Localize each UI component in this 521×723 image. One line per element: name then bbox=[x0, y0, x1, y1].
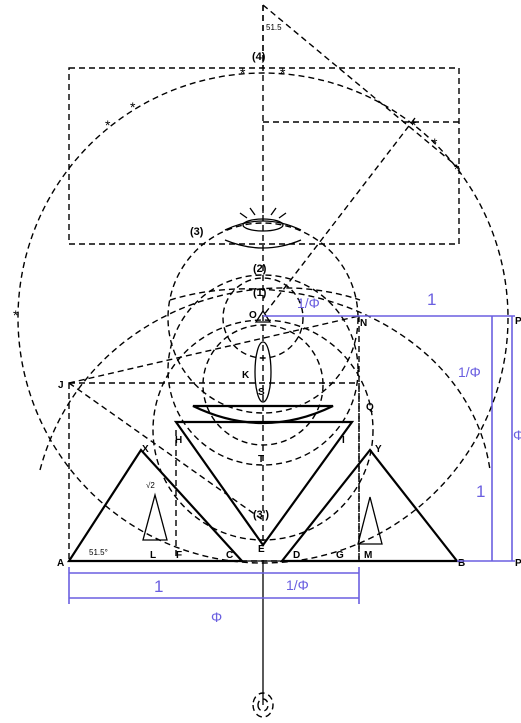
measure-one-right: 1 bbox=[476, 482, 485, 501]
measure-one-top: 1 bbox=[427, 290, 436, 309]
star-marker: * bbox=[105, 117, 111, 133]
measure-phi-right: Φ bbox=[513, 427, 521, 443]
label-m: M bbox=[364, 550, 372, 561]
label-t: T bbox=[258, 454, 264, 465]
label-x: X bbox=[142, 444, 149, 455]
label-f: F bbox=[176, 550, 182, 561]
apex-to-o-dashed-line bbox=[262, 117, 416, 317]
measure-inv-phi-top: 1/Φ bbox=[297, 295, 320, 311]
label-a: A bbox=[57, 558, 64, 569]
angle-top: 51.5 bbox=[266, 23, 282, 32]
label-n: N bbox=[360, 318, 367, 329]
angle-base: 51.5° bbox=[89, 548, 108, 557]
top-small-ellipse bbox=[242, 218, 284, 232]
bottom-spiral bbox=[252, 692, 274, 718]
left-ellipse-arc bbox=[39, 287, 361, 471]
central-vertical-ellipse bbox=[254, 341, 272, 403]
label-p-bottom: P bbox=[515, 558, 521, 569]
inverted-triangle-hi-e bbox=[173, 420, 355, 547]
label-l: L bbox=[150, 550, 156, 561]
label-circle-2: (2) bbox=[253, 263, 267, 275]
right-ellipse-arc bbox=[169, 288, 491, 471]
circle-3 bbox=[167, 274, 359, 466]
star-marker: * bbox=[454, 161, 460, 177]
label-circle-1: (1) bbox=[253, 287, 267, 299]
root-two-label: √2 bbox=[146, 481, 155, 490]
top-eye-arc-1 bbox=[224, 220, 302, 231]
label-e: E bbox=[258, 544, 265, 555]
label-circle-4: (4) bbox=[252, 51, 266, 63]
circle-1 bbox=[222, 277, 304, 359]
label-s: S bbox=[258, 387, 265, 398]
left-triangle-acx bbox=[66, 448, 245, 563]
circle-lower-small bbox=[202, 324, 324, 446]
label-j: J bbox=[58, 380, 64, 391]
top-eye-arc-2 bbox=[224, 239, 302, 249]
label-y: Y bbox=[375, 444, 382, 455]
label-o: O bbox=[249, 310, 257, 321]
top-rays bbox=[239, 206, 287, 219]
measure-one-bottom: 1 bbox=[154, 577, 163, 596]
measure-phi-bottom: Φ bbox=[211, 609, 222, 625]
label-b: B bbox=[458, 558, 465, 569]
top-dashed-triangle bbox=[262, 4, 460, 169]
star-marker: * bbox=[411, 117, 417, 133]
label-k: K bbox=[242, 370, 250, 381]
top-dashed-rectangle bbox=[68, 67, 460, 245]
star-marker: * bbox=[280, 65, 286, 81]
label-c: C bbox=[226, 550, 233, 561]
label-d: D bbox=[293, 550, 300, 561]
circle-3-prime bbox=[152, 319, 374, 541]
label-g: G bbox=[336, 550, 344, 561]
star-marker: * bbox=[240, 65, 246, 81]
star-marker: * bbox=[13, 307, 19, 323]
label-q: Q bbox=[366, 402, 374, 413]
right-inner-triangle bbox=[357, 496, 383, 545]
measure-inv-phi-right: 1/Φ bbox=[458, 364, 481, 380]
label-h: H bbox=[175, 435, 182, 446]
label-p: P bbox=[515, 316, 521, 327]
label-i: I bbox=[342, 435, 345, 446]
label-circle-3-prime: (3') bbox=[253, 509, 269, 521]
star-marker: * bbox=[432, 135, 438, 151]
label-circle-3: (3) bbox=[190, 226, 204, 238]
measure-inv-phi-bottom: 1/Φ bbox=[286, 577, 309, 593]
star-marker: * bbox=[130, 99, 136, 115]
circle-2 bbox=[167, 222, 359, 414]
left-inner-triangle bbox=[142, 492, 168, 541]
